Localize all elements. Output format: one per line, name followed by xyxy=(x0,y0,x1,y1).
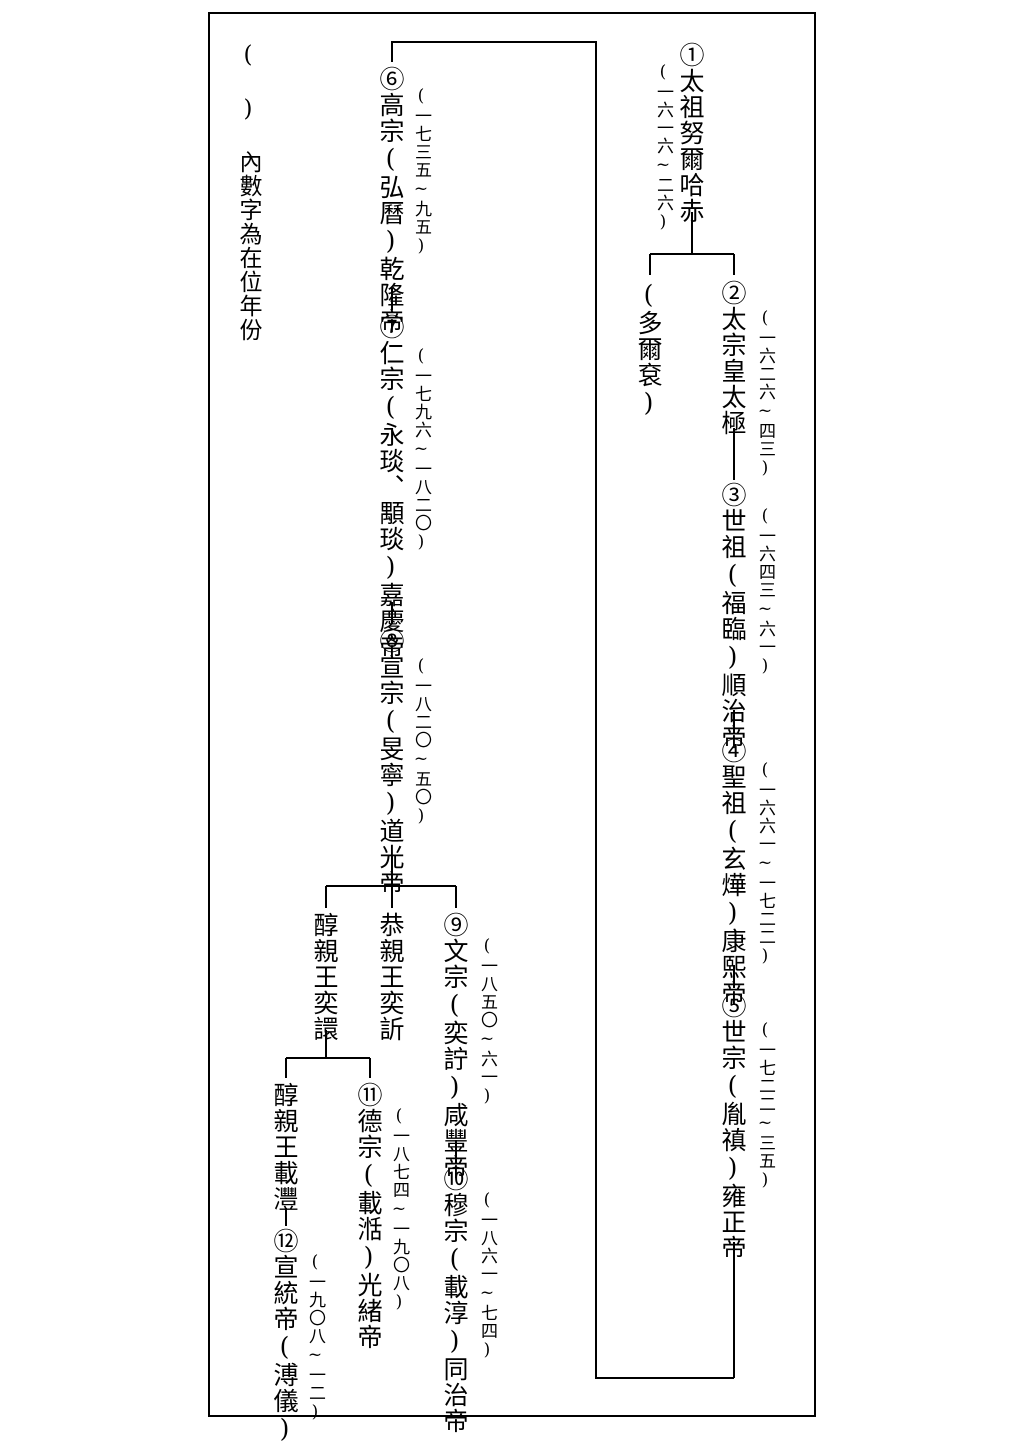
emperor-renzong: ⑦仁宗(永琰、顒琰)嘉慶帝 xyxy=(376,314,405,660)
legend-note: ( ) 內數字為在位年份 xyxy=(235,42,261,342)
years-shengzu: (一六六一~一七二二) xyxy=(755,760,775,967)
emperor-shengzu: ④聖祖(玄燁)康熙帝 xyxy=(718,738,747,1006)
emperor-shizong: ⑤世宗(胤禛)雍正帝 xyxy=(718,993,747,1261)
years-shizu: (一六四三~六一) xyxy=(755,506,775,677)
years-xuantong: (一九〇八~一二) xyxy=(305,1252,325,1423)
years-taizu: (一六一六~二六) xyxy=(653,62,673,233)
emperor-wenzong: ⑨文宗(奕詝)咸豐帝 xyxy=(440,912,469,1180)
years-gaozong: (一七三五~九五) xyxy=(411,86,431,257)
years-shizong: (一七二二~三五) xyxy=(755,1020,775,1191)
emperor-xuantong: ⑫宣統帝(溥儀) xyxy=(270,1228,299,1444)
emperor-gaozong: ⑥高宗(弘曆)乾隆帝 xyxy=(376,66,405,334)
emperor-taizong: ②太宗皇太極 xyxy=(718,280,747,436)
years-taizong: (一六二六~四三) xyxy=(755,308,775,479)
emperor-shizu: ③世祖(福臨)順治帝 xyxy=(718,482,747,750)
years-wenzong: (一八五〇~六一) xyxy=(477,936,497,1107)
years-xuanzong: (一八二〇~五〇) xyxy=(411,656,431,827)
emperor-muzong: ⑩穆宗(載淳)同治帝 xyxy=(440,1166,469,1434)
emperor-xuanzong: ⑧宣宗(旻寧)道光帝 xyxy=(376,628,405,896)
years-muzong: (一八六一~七四) xyxy=(477,1190,497,1361)
years-dezong: (一八七四~一九〇八) xyxy=(389,1106,409,1313)
emperor-dezong: ⑪德宗(載湉)光緒帝 xyxy=(354,1082,383,1350)
prince-chun-1: 醇親王奕譞 xyxy=(310,912,339,1042)
prince-gong: 恭親王奕訢 xyxy=(376,912,405,1042)
dorgon: (多爾袞) xyxy=(634,280,663,418)
emperor-taizu: ①太祖努爾哈赤 xyxy=(676,42,705,224)
prince-chun-2: 醇親王載灃 xyxy=(270,1082,299,1212)
diagram-frame xyxy=(208,12,816,1417)
line-shizong-gaozong xyxy=(391,41,734,1379)
years-renzong: (一七九六~一八二〇) xyxy=(411,346,431,553)
